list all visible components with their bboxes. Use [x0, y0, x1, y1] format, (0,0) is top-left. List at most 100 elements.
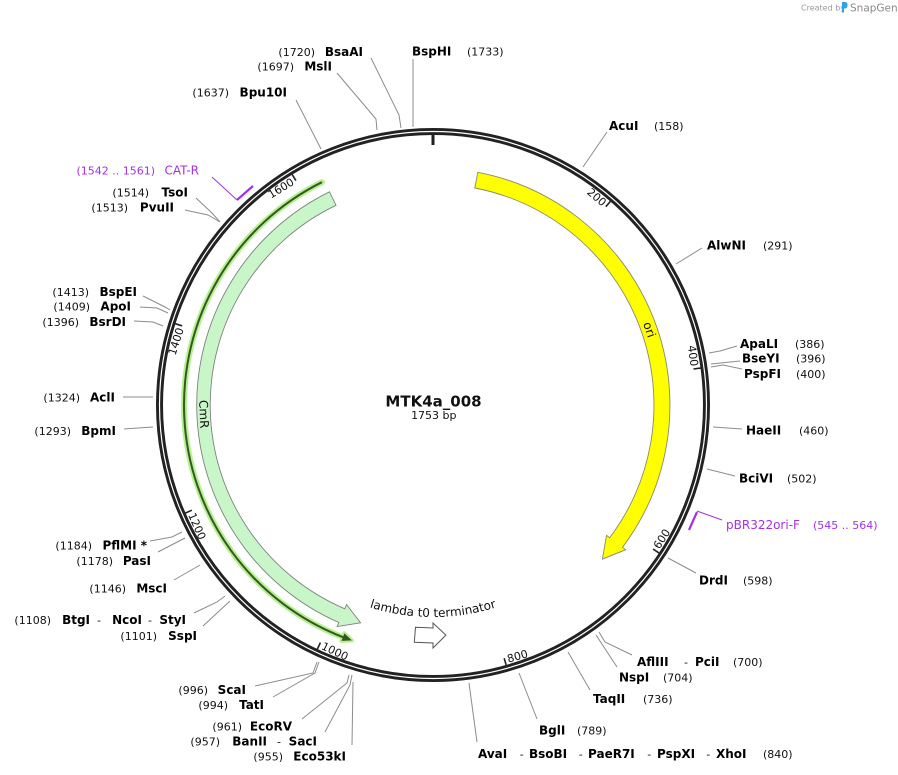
feature-ori[interactable]: ori — [474, 171, 671, 560]
site-nspi[interactable]: NspI (704) — [595, 634, 693, 684]
site-bgli[interactable]: BglI (789) — [518, 672, 607, 738]
enzyme-name[interactable]: AvaI — [478, 747, 507, 761]
enzyme-name[interactable]: AlwNI — [707, 239, 746, 253]
enzyme-name[interactable]: BspHI — [412, 45, 451, 59]
feature-cmr[interactable]: CmR — [196, 191, 362, 628]
enzyme-name[interactable]: BanII — [232, 734, 267, 748]
site-position: (1178) — [76, 555, 113, 568]
site-acli[interactable]: (1324) AclI — [43, 391, 153, 405]
ori-arrow[interactable] — [474, 171, 671, 560]
enzyme-name[interactable]: HaeII — [746, 424, 781, 438]
site-sspi[interactable]: (1101) SspI — [120, 600, 231, 643]
site-afliii-pcii[interactable]: AflIII - PciI (700) — [598, 631, 763, 669]
primer-name[interactable]: CAT-R — [164, 164, 199, 178]
enzyme-name[interactable]: AflIII — [637, 655, 669, 669]
site-msli[interactable]: (1697) MslI — [257, 60, 378, 131]
site-tati[interactable]: (994) TatI — [198, 661, 320, 712]
terminator-label[interactable]: lambda t0 terminator — [369, 597, 498, 620]
enzyme-name[interactable]: BpmI — [81, 424, 116, 438]
site-apoi[interactable]: (1409) ApoI — [53, 300, 169, 314]
site-acui[interactable]: AcuI (158) — [582, 119, 684, 168]
enzyme-name[interactable]: EcoRV — [250, 720, 293, 734]
site-tsoi[interactable]: (1514) TsoI — [112, 186, 221, 223]
site-btgi-ncoi-styi[interactable]: (1108) BtgI - NcoI - StyI — [14, 595, 226, 627]
orf-cmr[interactable] — [181, 179, 354, 643]
site-bsphi[interactable]: BspHI (1733) — [412, 45, 504, 127]
site-msci[interactable]: (1146) MscI — [89, 564, 201, 595]
site-haeii[interactable]: HaeII (460) — [712, 424, 829, 438]
enzyme-name[interactable]: SacI — [289, 734, 317, 748]
enzyme-name[interactable]: BseYI — [742, 352, 780, 366]
site-position: (1513) — [91, 202, 128, 215]
enzyme-name[interactable]: MslI — [304, 60, 332, 74]
enzyme-name[interactable]: ScaI — [218, 683, 246, 697]
enzyme-name[interactable]: NspI — [619, 670, 649, 684]
primer-mark[interactable] — [687, 511, 699, 531]
enzyme-name[interactable]: NcoI — [112, 613, 142, 627]
enzyme-name[interactable]: BglI — [539, 724, 565, 738]
enzyme-name[interactable]: PvuII — [140, 201, 174, 215]
site-position: (789) — [577, 725, 607, 738]
enzyme-name[interactable]: AclI — [90, 391, 115, 405]
enzyme-name[interactable]: PciI — [695, 655, 720, 669]
site-bspei[interactable]: (1413) BspEI — [52, 285, 171, 311]
site-ecorv[interactable]: (961) EcoRV — [212, 674, 350, 734]
enzyme-name[interactable]: BsrDI — [89, 315, 126, 329]
enzyme-name[interactable]: DrdI — [699, 573, 728, 587]
site-bseyi[interactable]: BseYI (396) — [710, 352, 826, 366]
primer-cat-r[interactable]: (1542 .. 1561) CAT-R — [76, 164, 254, 201]
enzyme-name[interactable]: BspEI — [99, 285, 137, 299]
site-bcivi[interactable]: BciVI (502) — [706, 468, 817, 486]
site-banii-saci[interactable]: (957) BanII - SacI — [190, 674, 353, 748]
site-position: (1413) — [52, 286, 89, 299]
enzyme-name[interactable]: BsoBI — [529, 747, 567, 761]
enzyme-name[interactable]: TsoI — [162, 186, 188, 200]
site-apali[interactable]: ApaLI (386) — [708, 337, 825, 354]
site-position: (1733) — [467, 46, 504, 59]
site-pspfi[interactable]: PspFI (400) — [710, 364, 826, 381]
enzyme-name[interactable]: ApaLI — [740, 337, 778, 351]
cmr-arrow[interactable] — [196, 191, 362, 628]
primer-pbr322ori-f[interactable]: pBR322ori-F (545 .. 564) — [687, 510, 878, 532]
primer-name[interactable]: pBR322ori-F — [726, 518, 800, 532]
enzyme-name[interactable]: SspI — [168, 629, 197, 643]
site-bpmi[interactable]: (1293) BpmI — [34, 424, 154, 438]
site-pflmi[interactable]: (1184) PflMI * — [55, 531, 183, 553]
site-bpu10i[interactable]: (1637) Bpu10I — [192, 86, 322, 150]
enzyme-name[interactable]: BciVI — [739, 472, 773, 486]
site-avai-bsobi-paer7i-pspxi-xhoi[interactable]: AvaI - BsoBI - PaeR7I - PspXI - XhoI (84… — [468, 682, 793, 761]
site-bsaai[interactable]: (1720) BsaAI — [278, 45, 402, 129]
site-taqii[interactable]: TaqII (736) — [567, 651, 673, 706]
orf-line[interactable] — [183, 181, 345, 639]
enzyme-name[interactable]: PflMI * — [102, 539, 147, 553]
enzyme-name[interactable]: Bpu10I — [240, 86, 287, 100]
primer-mark[interactable] — [236, 185, 254, 201]
site-pvuii[interactable]: (1513) PvuII — [91, 201, 221, 223]
site-bsrdi[interactable]: (1396) BsrDI — [42, 315, 164, 329]
enzyme-name[interactable]: PspFI — [744, 367, 781, 381]
leader-line — [708, 345, 738, 354]
enzyme-name[interactable]: BtgI — [62, 613, 90, 627]
enzyme-name[interactable]: MscI — [136, 581, 167, 595]
ori-label[interactable]: ori — [640, 320, 658, 339]
site-alwni[interactable]: AlwNI (291) — [675, 239, 793, 265]
enzyme-name[interactable]: PspXI — [657, 747, 695, 761]
leader-line — [336, 72, 378, 131]
enzyme-name[interactable]: ApoI — [100, 300, 131, 314]
feature-lambda-t0-terminator[interactable]: lambda t0 terminator — [369, 597, 498, 650]
enzyme-name[interactable]: PaeR7I — [588, 747, 635, 761]
enzyme-name[interactable]: TatI — [239, 698, 264, 712]
site-eco53ki[interactable]: (955) Eco53kI — [253, 681, 354, 764]
enzyme-name[interactable]: StyI — [159, 613, 186, 627]
cmr-label[interactable]: CmR — [196, 400, 211, 429]
enzyme-name[interactable]: PasI — [123, 554, 151, 568]
site-pasi[interactable]: (1178) PasI — [76, 537, 186, 568]
enzyme-name[interactable]: XhoI — [716, 747, 747, 761]
site-scai[interactable]: (996) ScaI — [178, 661, 318, 697]
site-drdi[interactable]: DrdI (598) — [667, 557, 773, 587]
terminator-arrow-icon[interactable] — [413, 621, 447, 650]
enzyme-name[interactable]: Eco53kI — [293, 750, 346, 764]
enzyme-name[interactable]: BsaAI — [325, 45, 363, 59]
enzyme-name[interactable]: AcuI — [609, 119, 638, 133]
enzyme-name[interactable]: TaqII — [593, 692, 625, 706]
